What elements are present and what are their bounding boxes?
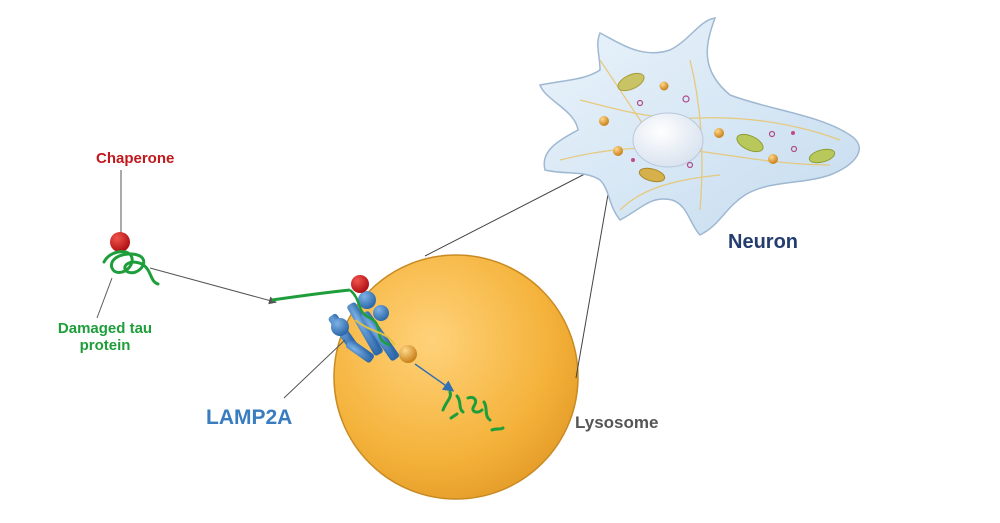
chaperone-ball [110,232,130,252]
chaperone-label: Chaperone [96,150,175,167]
lamp2a-complex [271,275,417,363]
zoom-lines [424,159,615,379]
lysosome-label: Lysosome [575,413,659,432]
neuron-cell [539,17,860,236]
neuron-label: Neuron [728,231,798,253]
lysosome [333,254,579,500]
lamp2a-chaperone-ball [351,275,369,293]
lamp2a-label: LAMP2A [206,406,293,429]
damaged-tau-label: Damaged tau protein [57,320,153,355]
transport-arrow [149,267,277,305]
tau-protein-squiggle [102,250,160,286]
degraded-fragments [441,390,505,432]
degradation-arrow [414,363,455,392]
chaperone-tau-complex [96,170,160,319]
